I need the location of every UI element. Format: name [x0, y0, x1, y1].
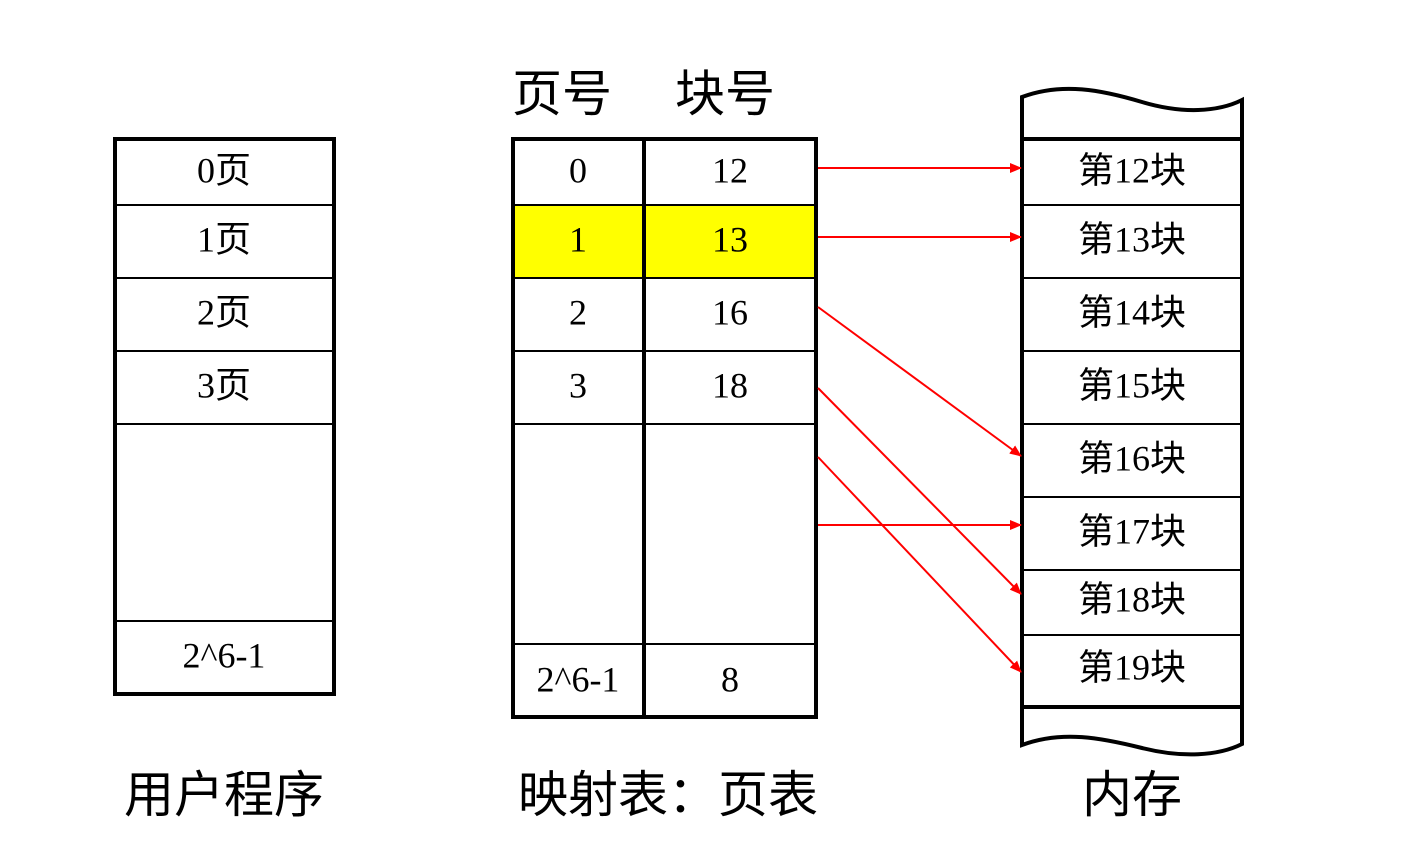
user-program: 0页 1页 2页 3页 2^6-1 用户程序 — [113, 137, 336, 823]
header-page-number: 页号 — [512, 66, 612, 122]
pt-page-1: 1 — [569, 219, 587, 259]
page-table-box — [511, 137, 818, 719]
memory: 第12块 第13块 第14块 第15块 第16块 第17块 第18块 第19块 … — [1020, 86, 1244, 823]
arrow-3-to-18 — [817, 387, 1022, 595]
page-table: 页号 块号 0 12 1 13 2 16 3 18 2^6-1 8 映射表：页表 — [511, 66, 818, 823]
user-page-1: 1页 — [197, 219, 251, 259]
pt-block-last: 8 — [721, 659, 739, 699]
memory-block-14: 第14块 — [1078, 292, 1186, 332]
memory-caption: 内存 — [1082, 767, 1182, 823]
user-page-3: 3页 — [197, 365, 251, 405]
memory-block-13: 第13块 — [1078, 219, 1186, 259]
user-page-2: 2页 — [197, 292, 251, 332]
pt-page-3: 3 — [569, 365, 587, 405]
pt-block-0: 12 — [712, 150, 748, 190]
highlight-row-1 — [513, 205, 816, 278]
pt-block-3: 18 — [712, 365, 748, 405]
pt-page-last: 2^6-1 — [537, 659, 620, 699]
pt-page-2: 2 — [569, 292, 587, 332]
memory-torn-top — [1020, 86, 1244, 139]
memory-block-12: 第12块 — [1078, 150, 1186, 190]
pt-block-1: 13 — [712, 219, 748, 259]
memory-block-18: 第18块 — [1078, 579, 1186, 619]
pt-page-0: 0 — [569, 150, 587, 190]
pt-block-2: 16 — [712, 292, 748, 332]
page-table-caption: 映射表：页表 — [518, 767, 818, 823]
memory-block-16: 第16块 — [1078, 438, 1186, 478]
memory-torn-bottom — [1020, 707, 1244, 757]
user-program-caption: 用户程序 — [124, 767, 324, 823]
header-block-number: 块号 — [675, 66, 775, 122]
user-page-last: 2^6-1 — [183, 635, 266, 675]
user-page-0: 0页 — [197, 150, 251, 190]
user-program-box — [113, 137, 336, 696]
arrow-2-to-16 — [817, 306, 1022, 457]
memory-block-15: 第15块 — [1078, 365, 1186, 405]
arrow-to-19 — [817, 456, 1022, 673]
memory-block-19: 第19块 — [1078, 647, 1186, 687]
mapping-arrows — [817, 163, 1022, 673]
memory-block-17: 第17块 — [1078, 511, 1186, 551]
